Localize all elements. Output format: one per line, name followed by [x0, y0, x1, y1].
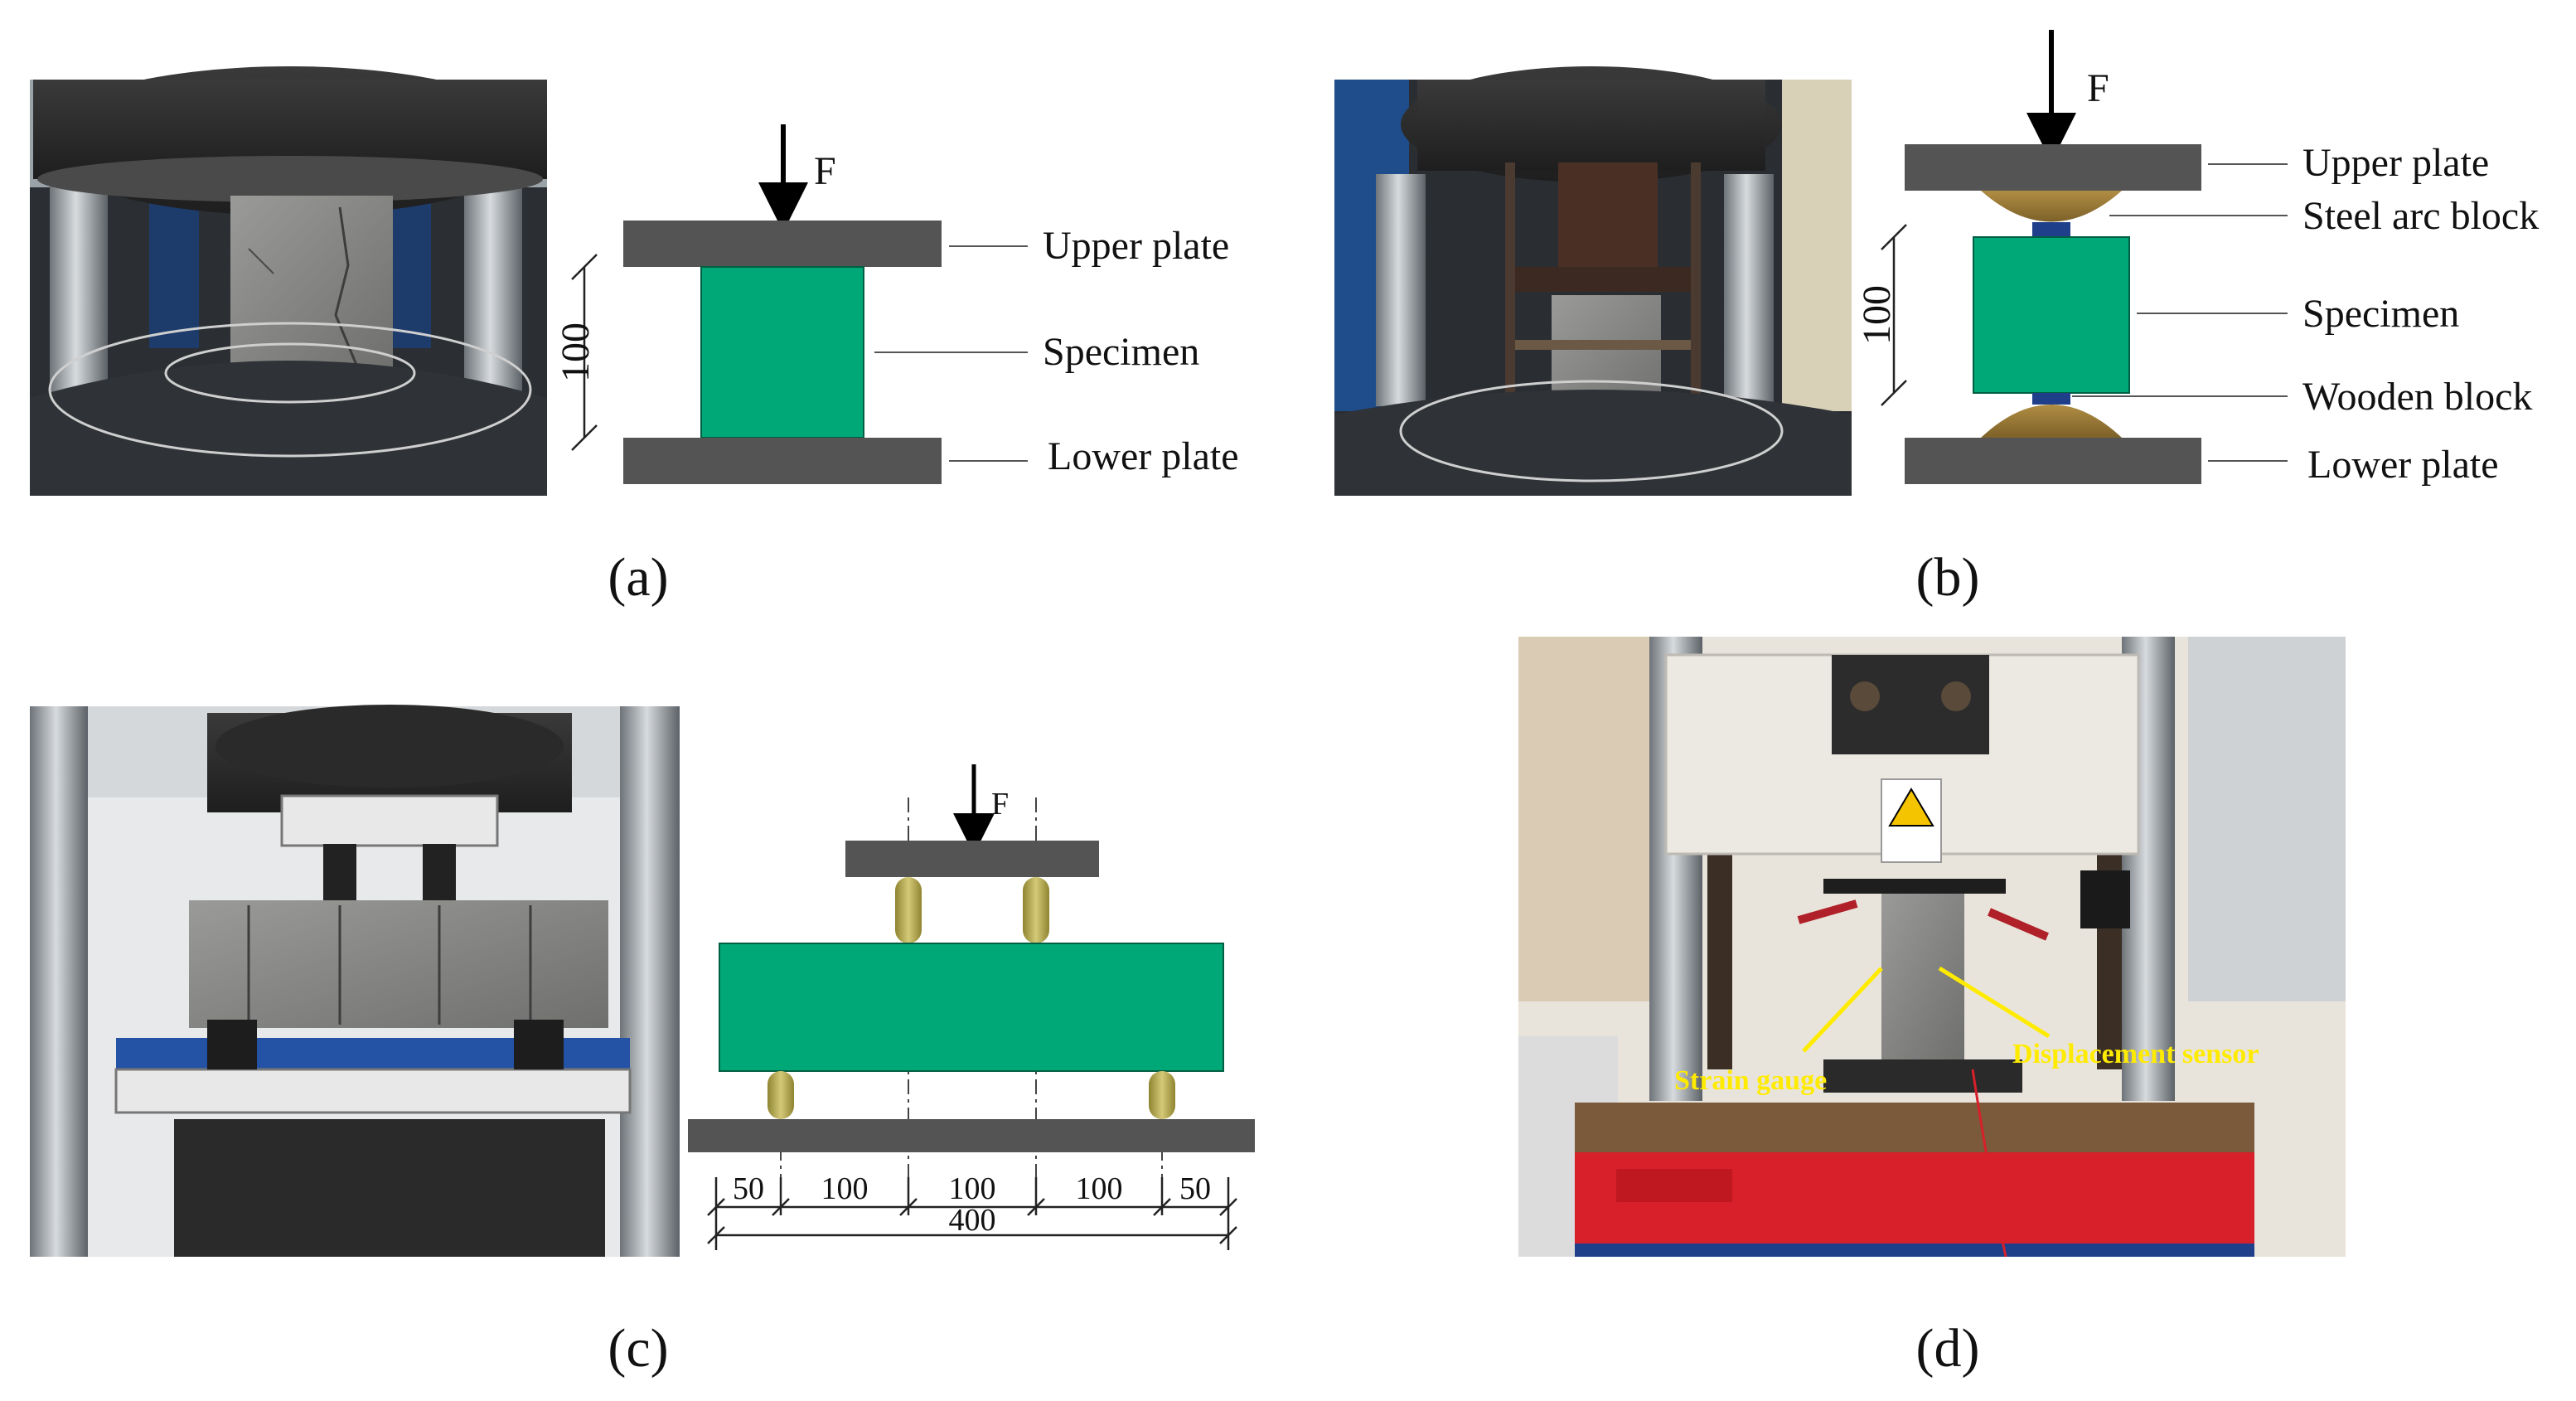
panel-b: F 100 Upper plate Steel arc block Specim… — [1334, 30, 2539, 608]
photo-d-uniaxial-test — [1518, 637, 2346, 1258]
support-roller-left — [767, 1071, 794, 1119]
specimen — [1973, 236, 2130, 394]
force-label: F — [2087, 66, 2109, 110]
dim-seg-1: 50 — [733, 1171, 764, 1206]
dim-seg-4: 100 — [1076, 1171, 1123, 1206]
dim-seg-2: 100 — [821, 1171, 869, 1206]
panel-d: Strain gauge Displacement sensor (d) — [1518, 637, 2346, 1379]
specimen-label: Specimen — [1043, 330, 1199, 374]
diagram-b-splitting-setup: F 100 Upper plate Steel arc block Specim… — [1855, 30, 2539, 487]
annotations-d: Strain gauge Displacement sensor — [1674, 966, 2259, 1096]
lower-plate-label: Lower plate — [2307, 443, 2499, 487]
base-plate — [688, 1119, 1255, 1152]
upper-plate — [1905, 144, 2201, 191]
lower-plate — [1905, 438, 2201, 484]
wooden-block-top — [2032, 222, 2070, 237]
upper-plate-label: Upper plate — [2302, 141, 2489, 185]
dimension-label: 100 — [1855, 285, 1899, 345]
loading-roller-left — [895, 877, 922, 943]
support-roller-right — [1149, 1071, 1175, 1119]
displacement-sensor-label: Displacement sensor — [2012, 1039, 2259, 1069]
strain-gauge-label: Strain gauge — [1674, 1065, 1827, 1096]
caption-a: (a) — [608, 547, 668, 608]
loading-plate — [845, 841, 1099, 877]
photo-c-flexural-test — [30, 705, 680, 1257]
specimen — [700, 266, 864, 439]
dim-total: 400 — [949, 1203, 996, 1238]
dim-seg-3: 100 — [949, 1171, 996, 1206]
lower-plate — [623, 438, 942, 484]
dim-seg-5: 50 — [1179, 1171, 1211, 1206]
diagram-a-compression-setup: F 100 Upper plate Specimen Lower plate — [554, 124, 1239, 484]
dimension-label: 100 — [554, 322, 598, 382]
wooden-block-label: Wooden block — [2302, 375, 2532, 419]
diagram-c-flexural-setup: F 50 100 100 10 — [688, 764, 1255, 1250]
panel-a: F 100 Upper plate Specimen Lower plate (… — [30, 66, 1239, 608]
wooden-block-bottom — [2032, 393, 2070, 405]
photo-a-compression-test — [30, 66, 547, 496]
beam-specimen — [719, 943, 1224, 1072]
force-label: F — [991, 787, 1009, 822]
steel-arc-block-bottom — [1981, 405, 2122, 438]
panel-c: F 50 100 100 10 — [30, 705, 1255, 1379]
caption-b: (b) — [1916, 547, 1980, 608]
lower-plate-label: Lower plate — [1048, 434, 1239, 478]
loading-roller-right — [1023, 877, 1049, 943]
steel-arc-block-top — [1981, 191, 2122, 222]
caption-c: (c) — [608, 1318, 668, 1379]
caption-d: (d) — [1916, 1318, 1980, 1379]
force-label: F — [814, 149, 836, 193]
specimen-label: Specimen — [2302, 292, 2459, 336]
upper-plate — [623, 221, 942, 267]
photo-b-splitting-test — [1334, 66, 1852, 496]
upper-plate-label: Upper plate — [1043, 224, 1229, 268]
steel-arc-block-label: Steel arc block — [2302, 194, 2539, 238]
